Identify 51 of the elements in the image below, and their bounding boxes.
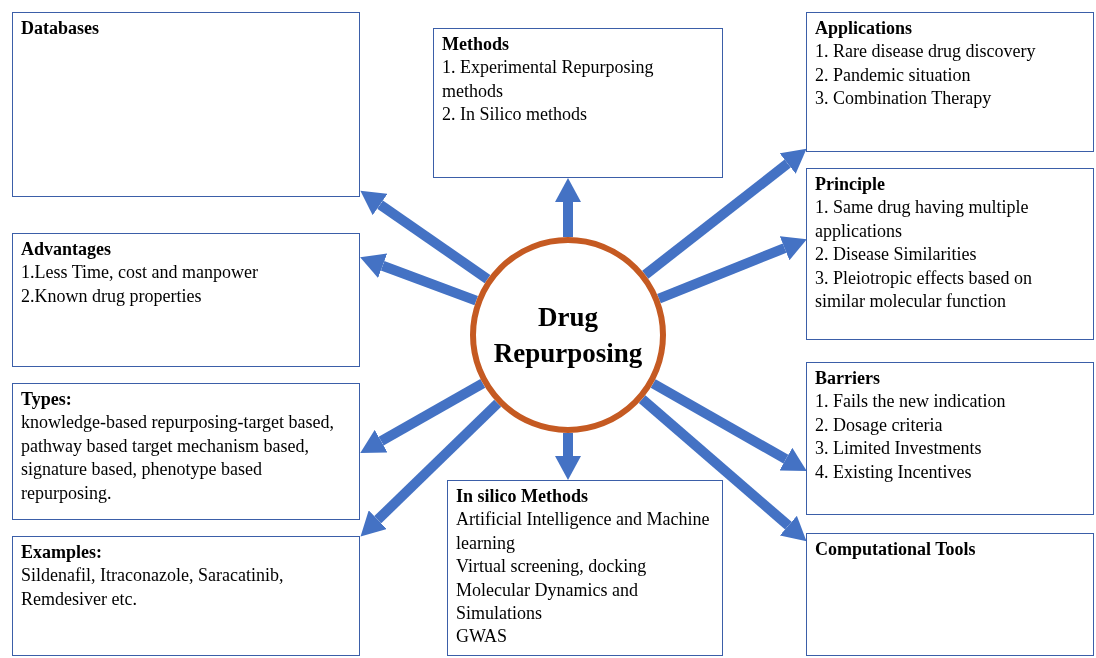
box-text: 2. Dosage criteria bbox=[815, 413, 944, 437]
box-text: 2. In Silico methods bbox=[442, 103, 588, 127]
arrow bbox=[642, 148, 807, 279]
box-heading: Applications bbox=[815, 17, 914, 40]
arrow bbox=[360, 190, 491, 284]
box-heading: Types: bbox=[21, 388, 73, 411]
box-text: 1. Experimental Repurposing methods bbox=[442, 56, 655, 103]
box-text: 4. Existing Incentives bbox=[815, 460, 973, 484]
box-text: 3. Limited Investments bbox=[815, 437, 983, 461]
info-box bbox=[433, 28, 723, 178]
box-text: 1.Less Time, cost and manpower bbox=[21, 261, 259, 285]
info-box bbox=[12, 383, 360, 520]
box-heading: Advantages bbox=[21, 238, 112, 261]
arrow bbox=[638, 395, 807, 542]
arrow bbox=[360, 399, 502, 537]
info-box bbox=[806, 168, 1094, 340]
hub-title: Drug Repurposing bbox=[492, 300, 644, 370]
box-text: Artificial Intelligence and Machine learning bbox=[456, 508, 711, 555]
info-box bbox=[447, 480, 723, 656]
box-text: 2. Pandemic situation bbox=[815, 63, 972, 87]
box-heading: Databases bbox=[21, 17, 100, 40]
arrow bbox=[360, 253, 478, 306]
info-box bbox=[806, 12, 1094, 152]
arrow bbox=[657, 236, 807, 304]
arrow bbox=[360, 379, 486, 453]
arrow bbox=[650, 379, 807, 471]
box-text: 3. Pleiotropic effects based on similar molecular function bbox=[815, 266, 1034, 313]
info-box bbox=[806, 533, 1094, 656]
box-text: 1. Fails the new indication bbox=[815, 390, 1007, 414]
box-heading: Computational Tools bbox=[815, 538, 977, 561]
box-text: 2.Known drug properties bbox=[21, 284, 203, 308]
box-text: 3. Combination Therapy bbox=[815, 87, 993, 111]
arrow bbox=[555, 433, 581, 480]
box-heading: Examples: bbox=[21, 541, 103, 564]
box-heading: In silico Methods bbox=[456, 485, 589, 508]
box-text: knowledge-based repurposing-target based, pathway based target mechanism based, signature based, phenotype based repurposing. bbox=[21, 411, 336, 505]
info-box bbox=[806, 362, 1094, 515]
arrow bbox=[555, 178, 581, 237]
box-heading: Barriers bbox=[815, 367, 881, 390]
box-text: Molecular Dynamics and Simulations bbox=[456, 578, 639, 625]
box-text: Sildenafil, Itraconazole, Saracatinib, Remdesiver etc. bbox=[21, 564, 285, 611]
box-heading: Methods bbox=[442, 33, 510, 56]
info-box bbox=[12, 536, 360, 656]
box-text: GWAS bbox=[456, 625, 508, 649]
info-box bbox=[12, 12, 360, 197]
box-text: 1. Rare disease drug discovery bbox=[815, 40, 1037, 64]
info-box bbox=[12, 233, 360, 367]
box-heading: Principle bbox=[815, 173, 886, 196]
box-text: Virtual screening, docking bbox=[456, 555, 648, 579]
box-text: 2. Disease Similarities bbox=[815, 243, 978, 267]
box-text: 1. Same drug having multiple applications bbox=[815, 196, 1030, 243]
